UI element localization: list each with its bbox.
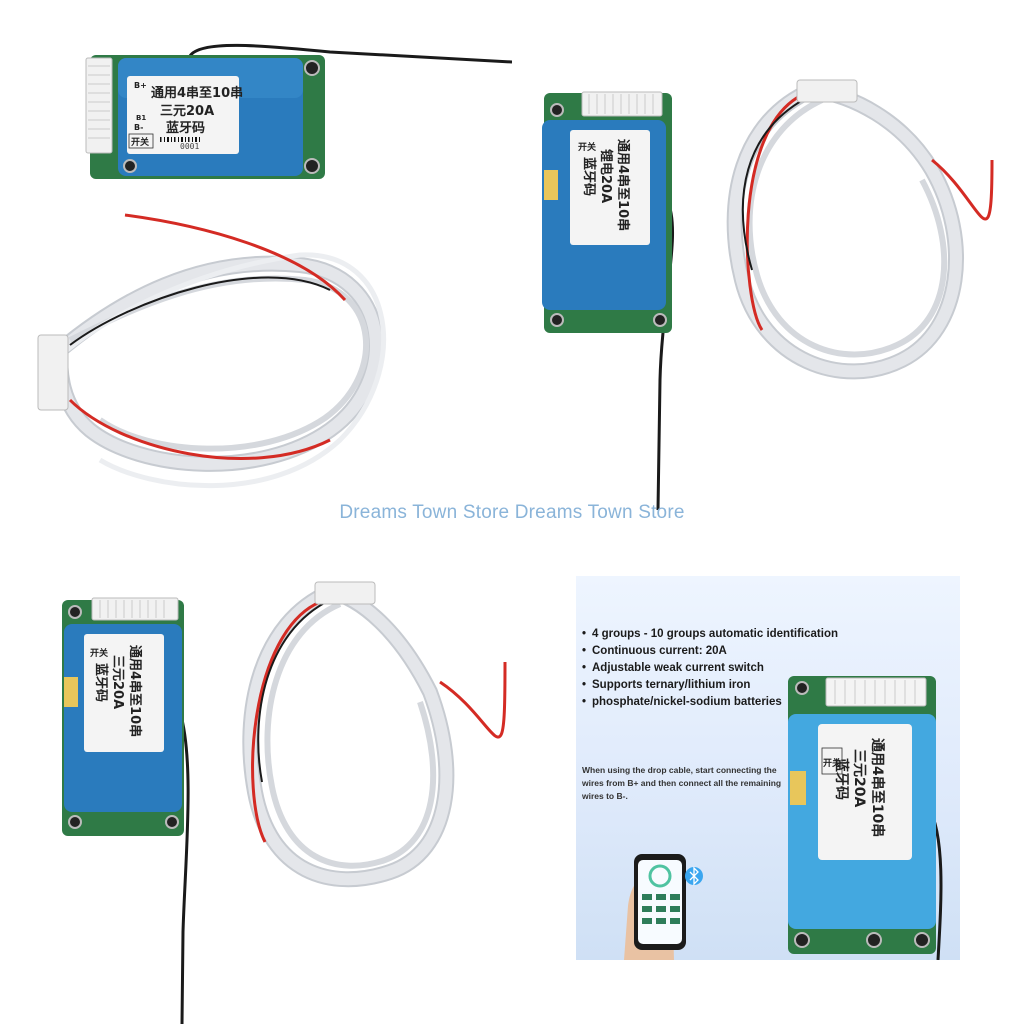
bms-board-illustration: 通用4串至10串 三元20A 蓝牙码 开关 [62,581,507,1024]
bms-board-illustration: 通用4串至10串 锂电20A 蓝牙码 开关 [542,79,994,511]
switch-label: 开关 [578,141,596,153]
board-label-line3: 蓝牙码 [581,157,597,196]
board-label-line2: 锂电20A [598,149,614,203]
product-photo-bottom-left: 通用4串至10串 三元20A 蓝牙码 开关 [0,512,512,1024]
board-label-line1: 通用4串至10串 [869,738,886,837]
wiring-note: When using the drop cable, start connect… [582,765,782,801]
feature-item: Supports ternary/lithium iron [582,677,882,694]
feature-item: 4 groups - 10 groups automatic identific… [582,626,882,643]
switch-label: 开关 [90,647,108,659]
board-label-line3: 蓝牙码 [93,663,109,702]
switch-label: 开关 [823,757,841,769]
board-label-line2: 三元20A [160,104,214,119]
board-label-line2: 三元20A [851,749,867,807]
store-watermark: Dreams Town Store Dreams Town Store [339,502,685,523]
feature-list: 4 groups - 10 groups automatic identific… [582,626,882,711]
product-photo-top-right: 通用4串至10串 锂电20A 蓝牙码 开关 [512,0,1024,512]
board-label-line2: 三元20A [110,655,125,709]
pad-bplus-label: B+ [134,81,147,90]
product-info-panel: 4 groups - 10 groups automatic identific… [576,576,960,960]
pad-bminus-label: B- [134,123,143,132]
board-label-line1: 通用4串至10串 [127,645,143,737]
feature-item: Continuous current: 20A [582,643,882,660]
board-label-line3: 蓝牙码 [833,758,850,800]
board-label-line1: 通用4串至10串 [151,85,243,101]
switch-label: 开关 [131,136,149,148]
board-label-line3: 蓝牙码 [166,120,205,136]
product-photo-top-left: 通用4串至10串 三元20A 蓝牙码 B+ B1 B- 开关 0001 [0,0,512,512]
bms-board-illustration: 通用4串至10串 三元20A 蓝牙码 B+ B1 B- 开关 0001 [37,43,512,489]
feature-item-continuation: phosphate/nickel-sodium batteries [582,694,882,711]
feature-item: Adjustable weak current switch [582,660,882,677]
pad-b1-label: B1 [136,114,146,122]
bms-board-illustration: 通用4串至10串 三元20A 蓝牙码 开关 [624,676,943,960]
board-label-line1: 通用4串至10串 [615,139,631,231]
serial-number: 0001 [180,142,199,151]
